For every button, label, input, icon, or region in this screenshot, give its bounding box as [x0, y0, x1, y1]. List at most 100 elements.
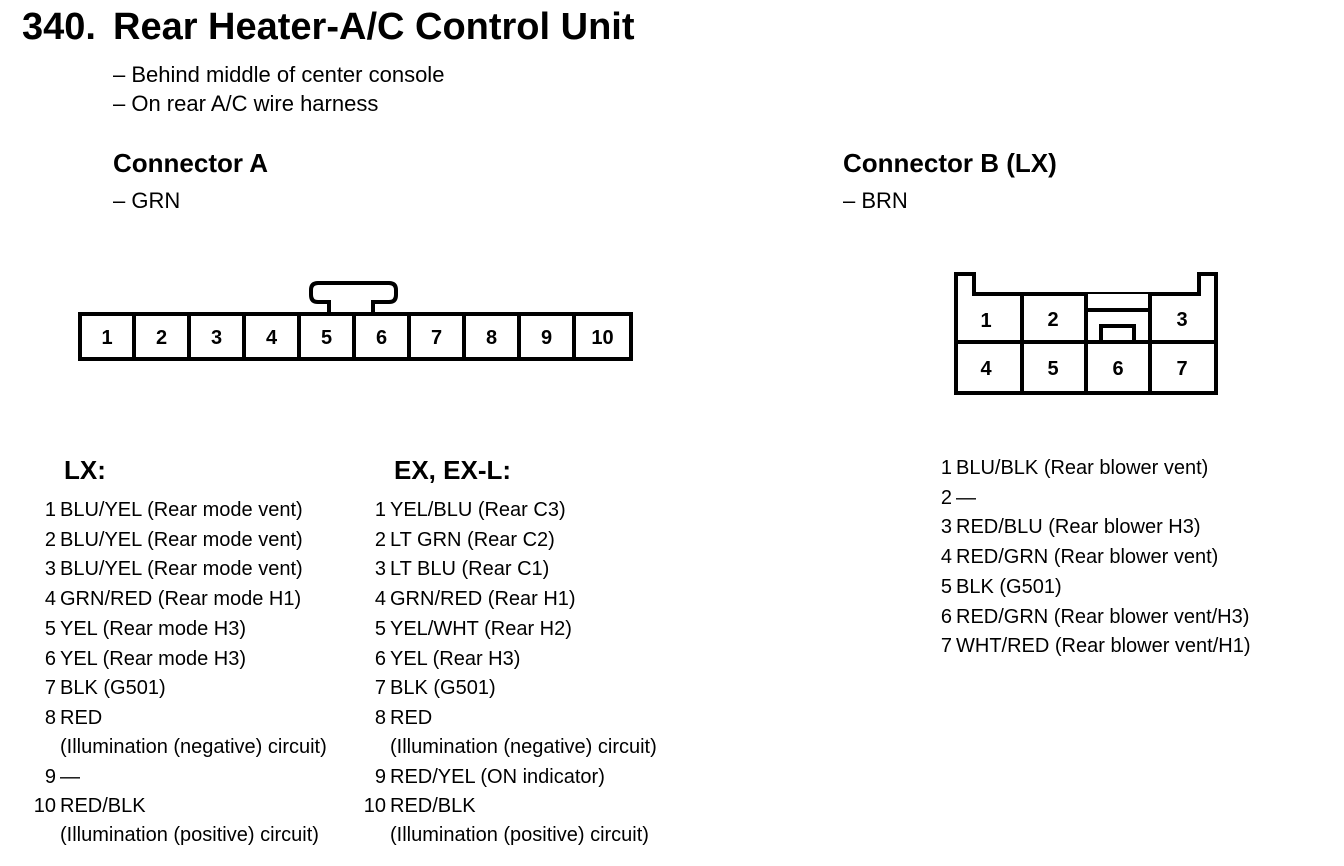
connector-a-pin-1: 1	[101, 327, 112, 349]
location-line-1: – Behind middle of center console	[113, 62, 445, 87]
pin-description: RED(Illumination (negative) circuit)	[60, 704, 327, 763]
pin-description: BLK (G501)	[60, 674, 166, 704]
pin-description: BLU/YEL (Rear mode vent)	[60, 555, 303, 585]
pin-number: 5	[374, 617, 386, 640]
pin-wire: BLK (G501)	[956, 575, 1062, 598]
pin-number: 2	[940, 486, 952, 509]
location-line-2: – On rear A/C wire harness	[113, 91, 379, 116]
connector-a-pin-6: 6	[376, 327, 387, 349]
pin-number: 2	[374, 528, 386, 551]
pin-wire: GRN/RED (Rear H1)	[390, 588, 576, 611]
pin-wire: BLU/YEL (Rear mode vent)	[60, 499, 303, 521]
pin-number: 6	[940, 605, 952, 628]
pin-wire: RED/BLU (Rear blower H3)	[956, 516, 1201, 539]
connector-a-pin-5: 5	[321, 327, 332, 349]
pin-description: YEL (Rear H3)	[390, 645, 520, 675]
pin-circuit-note: (Illumination (negative) circuit)	[390, 735, 657, 758]
connector-b-color: – BRN	[843, 188, 908, 213]
pin-wire: YEL/BLU (Rear C3)	[390, 499, 566, 521]
pin-number: 4	[44, 588, 56, 611]
pin-description: YEL/BLU (Rear C3)	[390, 496, 566, 526]
page-title: Rear Heater-A/C Control Unit	[113, 6, 635, 48]
pin-description: GRN/RED (Rear mode H1)	[60, 585, 301, 615]
pin-wire: BLK (G501)	[390, 677, 496, 700]
pin-wire: BLU/BLK (Rear blower vent)	[956, 457, 1209, 479]
pin-wire: YEL (Rear mode H3)	[60, 647, 246, 670]
pin-wire: RED	[60, 706, 103, 729]
pin-description: YEL (Rear mode H3)	[60, 645, 246, 675]
connector-b-pin-6: 6	[1112, 358, 1123, 380]
pin-wire: YEL/WHT (Rear H2)	[390, 617, 572, 640]
pin-description: BLU/BLK (Rear blower vent)	[956, 454, 1208, 484]
pin-wire: RED/BLK	[390, 795, 476, 818]
connector-a-pin-9: 9	[541, 327, 552, 349]
pin-wire: RED/GRN (Rear blower vent)	[956, 546, 1219, 569]
pin-wire: LT GRN (Rear C2)	[390, 528, 555, 551]
pin-description: RED/GRN (Rear blower vent)	[956, 543, 1218, 573]
pin-row: 2—	[926, 484, 1251, 514]
pin-number: 5	[940, 575, 952, 598]
pin-wire: —	[956, 486, 976, 509]
connector-b-housing	[954, 272, 1218, 395]
ex-heading: EX, EX-L:	[394, 455, 512, 485]
pin-number: 10	[33, 795, 56, 818]
connector-b-pin-4: 4	[980, 358, 992, 380]
pin-row: 9—	[30, 763, 327, 793]
pin-description: RED (Illumination (negative) circuit)	[390, 704, 657, 763]
pin-number: 4	[940, 546, 952, 569]
connector-b-pin-3: 3	[1176, 309, 1187, 331]
pin-wire: RED/BLK	[60, 795, 146, 818]
pin-wire: GRN/RED (Rear mode H1)	[60, 588, 302, 611]
connector-a-pin-4: 4	[266, 327, 278, 349]
pin-description: BLU/YEL (Rear mode vent)	[60, 496, 303, 526]
pin-wire: RED	[390, 706, 433, 729]
pin-number: 1	[940, 457, 952, 479]
pin-description: GRN/RED (Rear H1)	[390, 585, 576, 615]
pin-number: 3	[44, 558, 56, 581]
pin-description: —	[956, 484, 976, 514]
connector-a-pin-8: 8	[486, 327, 497, 349]
pin-description: LT GRN (Rear C2)	[390, 526, 555, 556]
connector-b-pin-1: 1	[980, 310, 991, 332]
connector-b-pin-7: 7	[1176, 358, 1187, 380]
pin-description: BLU/YEL (Rear mode vent)	[60, 526, 303, 556]
pin-description: BLK (G501)	[390, 674, 496, 704]
connector-b-pin-2: 2	[1047, 309, 1058, 331]
pin-number: 3	[374, 558, 386, 581]
pin-number: 2	[44, 528, 56, 551]
connector-b-pin-5: 5	[1047, 358, 1058, 380]
connector-a-latch	[309, 281, 398, 316]
pin-circuit-note: (Illumination (positive) circuit)	[390, 824, 649, 847]
pin-number: 3	[940, 516, 952, 539]
pin-description: WHT/RED (Rear blower vent/H1)	[956, 632, 1251, 662]
pin-number: 6	[374, 647, 386, 670]
pin-wire: LT BLU (Rear C1)	[390, 558, 550, 581]
pin-description: BLK (G501)	[956, 573, 1062, 603]
pin-wire: BLK (G501)	[60, 677, 166, 700]
